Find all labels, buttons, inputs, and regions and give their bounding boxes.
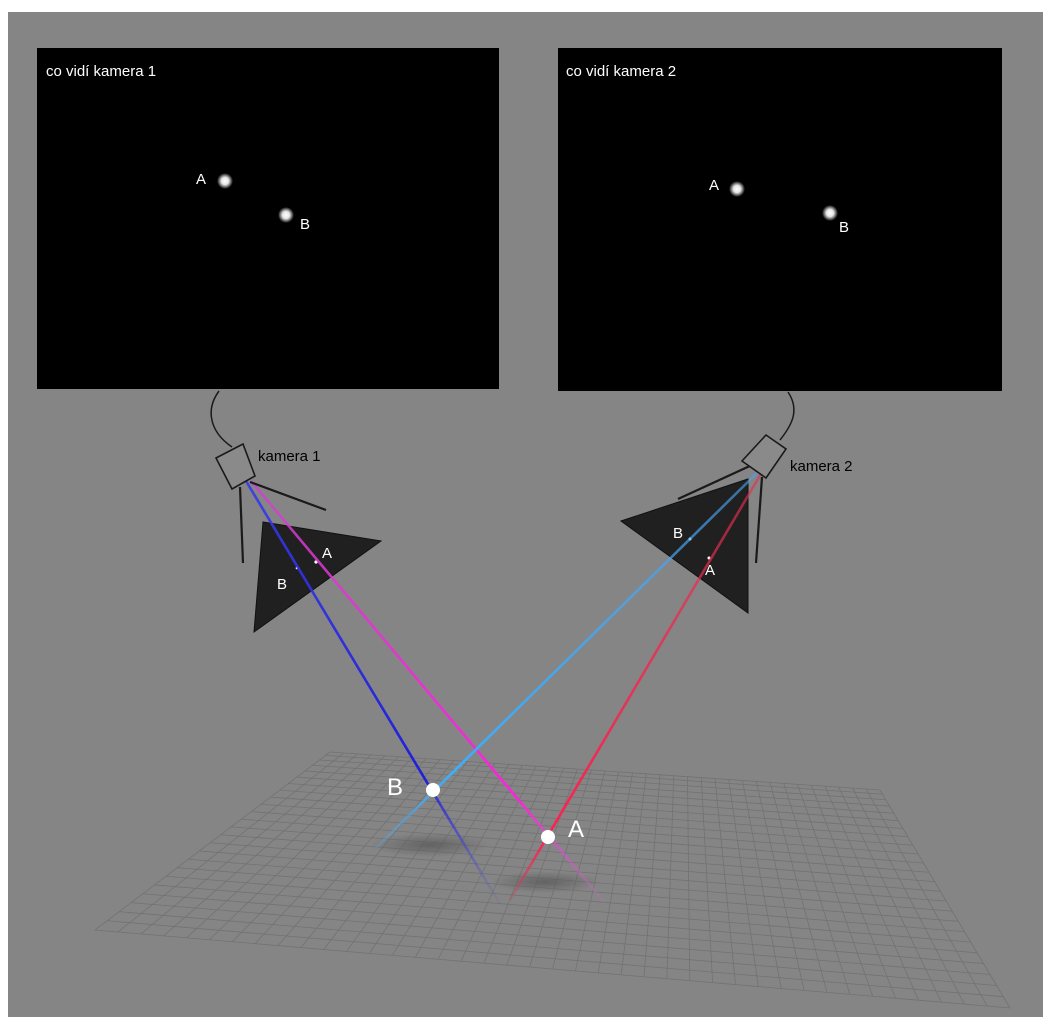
floor-grid-line [163, 754, 372, 937]
floor-grid-line [140, 753, 358, 935]
floor-grid-line [254, 758, 427, 944]
floor-grid-line [783, 783, 851, 995]
floor-grid-line [270, 796, 913, 846]
floor-grid-line [687, 776, 691, 981]
floor-grid-line [742, 780, 782, 989]
camera-2-plane-label-b: B [673, 525, 683, 542]
floor-grid-line [177, 867, 965, 933]
floor-grid-line [838, 786, 942, 1003]
floor-grid-line [879, 789, 1011, 1009]
camera-1-cable [210, 390, 233, 448]
floor-grid-line [728, 779, 759, 987]
floor-grid-line [94, 929, 1011, 1009]
floor-grid-line [414, 765, 523, 958]
camera-tripod-icon [677, 433, 788, 564]
floor-grid-line [574, 771, 620, 972]
floor-grid-line [277, 759, 441, 946]
floor-grid-line [643, 774, 661, 977]
floor-grid-line [107, 920, 1004, 998]
floor-grid-line [296, 776, 899, 822]
camera-2-view-title: co vidí kamera 2 [566, 63, 676, 80]
camera-1: kamera 1 [214, 442, 327, 564]
floor-grid-line [323, 761, 468, 950]
camera-1-screen [37, 48, 499, 389]
floor-grid-line [241, 818, 930, 873]
camera-1-plane-label-a: A [322, 545, 332, 562]
floor-grid-line [460, 767, 551, 962]
floor-grid-line [852, 787, 965, 1005]
camera-2-point-b-label: B [839, 219, 849, 236]
floor-grid-line [312, 764, 890, 807]
camera-1-body [214, 442, 256, 491]
floor-grid-line [304, 770, 894, 814]
camera-1-point-a-label: A [196, 171, 206, 188]
floor-grid-line [231, 757, 413, 942]
floor-grid-line [261, 803, 919, 855]
floor-grid-line [797, 784, 874, 997]
point-a-label: A [568, 816, 584, 843]
floor-grid-line [319, 759, 886, 801]
floor-grid-line [714, 778, 736, 985]
floor-grid-line [209, 756, 400, 941]
floor-grid-line [506, 768, 578, 966]
floor-grid-line [165, 875, 971, 943]
ray-camera-2-to-a [508, 471, 764, 901]
floor-grid-line [346, 762, 482, 952]
camera-1-point-b-label: B [300, 216, 310, 233]
floor-grid-line [392, 764, 510, 956]
floor-grid-line [94, 751, 331, 931]
floor-grid [94, 751, 1011, 1009]
floor-grid-line [142, 893, 984, 964]
floor-grid-line [251, 811, 924, 864]
floor-grid-line [119, 911, 997, 986]
camera-2-plane-label-a: A [705, 562, 715, 579]
camera-1-label: kamera 1 [258, 448, 321, 465]
point-b-label: B [387, 774, 403, 801]
shadow-a [490, 871, 600, 893]
camera-1-point-b-glow [278, 207, 294, 223]
camera-2-point-a-glow [729, 181, 745, 197]
ray-camera-1-to-b [244, 480, 502, 905]
floor-grid-line [755, 781, 805, 991]
camera-2: kamera 2 [677, 433, 853, 564]
floor-grid-line [288, 783, 904, 829]
camera-1-view: co vidí kamera 1 A B [37, 48, 499, 389]
camera-2-point-b-glow [822, 205, 838, 221]
floor-grid-line [483, 767, 565, 964]
floor-grid-line [437, 766, 537, 960]
floor-grid-line [186, 755, 386, 939]
floor-grid-line [700, 777, 714, 983]
floor-grid-line [810, 785, 896, 999]
camera-2-cable [779, 391, 795, 441]
floor-grid-line [117, 752, 344, 933]
camera-2-label: kamera 2 [790, 458, 853, 475]
floor-grid-line [824, 786, 919, 1001]
floor-grid-line [131, 902, 991, 975]
floor-grid-line [529, 769, 592, 968]
floor-grid-line [154, 884, 978, 954]
floor-grid-line [865, 788, 988, 1007]
floor-grid-line [220, 834, 941, 892]
point-b-marker [426, 783, 440, 797]
floor-grid-line [329, 751, 881, 791]
camera-2-screen [558, 48, 1002, 391]
floor-grid-line [597, 772, 633, 973]
camera-tripod-icon [214, 442, 327, 564]
floor-grid-line [666, 775, 675, 979]
camera-2-view: co vidí kamera 2 A B [558, 48, 1002, 391]
floor-grid-line [620, 773, 647, 975]
floor-grid-line [325, 754, 883, 795]
camera-2-point-a-label: A [709, 177, 719, 194]
point-a-marker [541, 830, 555, 844]
floor-grid-line [769, 782, 828, 993]
ray-camera-2-to-b [375, 471, 759, 849]
camera-2-body [740, 433, 788, 480]
floor-grid-line [369, 763, 496, 954]
camera-1-point-a-glow [217, 173, 233, 189]
camera-1-plane-label-b: B [277, 576, 287, 593]
floor-grid-line [231, 826, 935, 883]
floor-grid-line [279, 789, 908, 838]
camera-1-view-title: co vidí kamera 1 [46, 63, 156, 80]
